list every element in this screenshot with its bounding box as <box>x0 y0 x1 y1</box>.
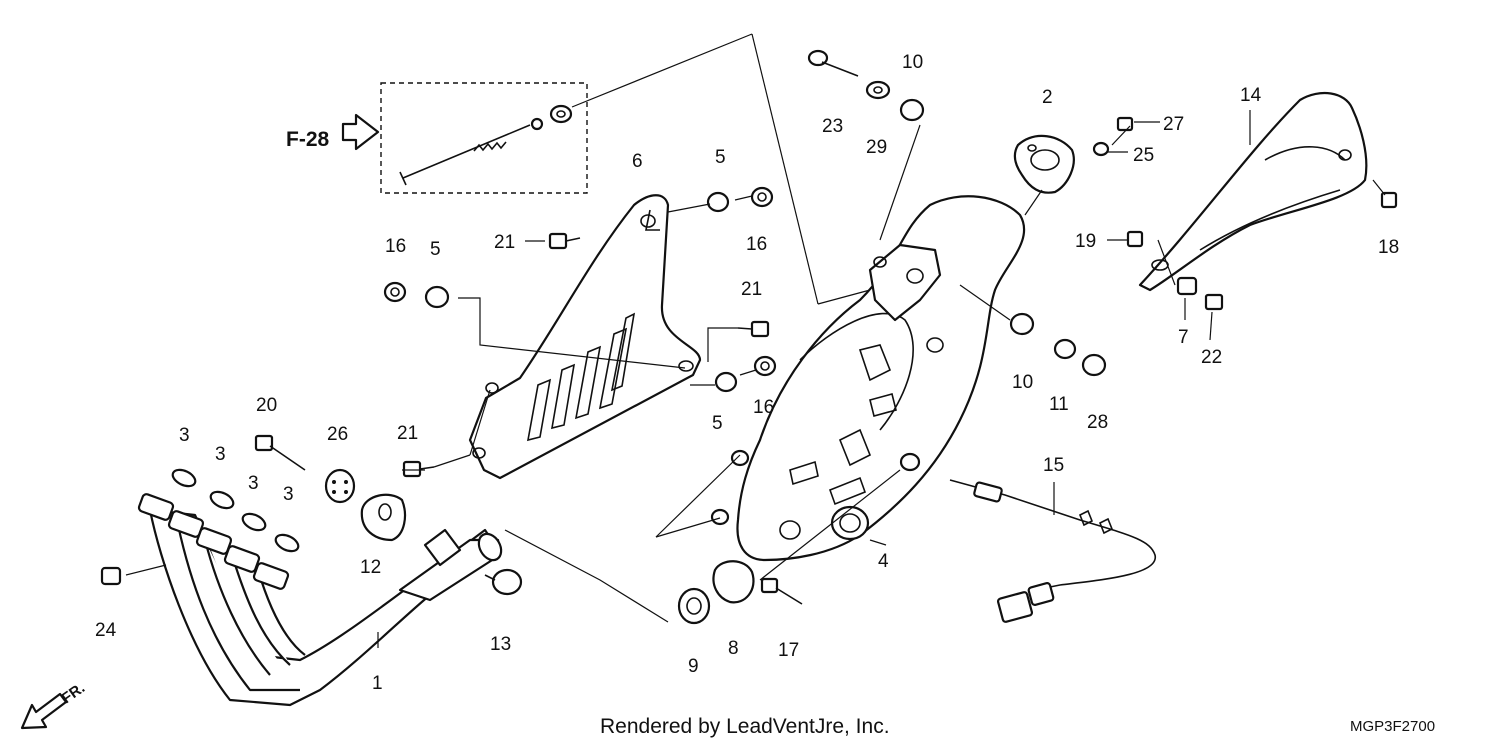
callout-11: 11 <box>1049 394 1069 415</box>
reference-arrow[interactable]: F-28 <box>286 113 380 151</box>
diagram-code: MGP3F2700 <box>1350 718 1435 735</box>
callout-6: 6 <box>632 151 643 172</box>
callout-4: 4 <box>878 551 889 572</box>
callout-21: 21 <box>741 279 762 300</box>
callout-27: 27 <box>1163 114 1184 135</box>
callouts: 1 2 3 3 3 3 4 5 5 5 6 7 8 9 10 10 11 12 … <box>95 52 1399 694</box>
callout-22: 22 <box>1201 347 1222 368</box>
callout-3: 3 <box>179 425 190 446</box>
o2-sensor-15[interactable] <box>949 479 1156 623</box>
callout-24: 24 <box>95 620 117 641</box>
bracket-2[interactable] <box>1013 134 1075 194</box>
front-arrow: FR. <box>20 679 88 730</box>
callout-10: 10 <box>1012 372 1033 393</box>
callout-29: 29 <box>866 137 887 158</box>
callout-16: 16 <box>385 236 406 257</box>
callout-5: 5 <box>430 239 441 260</box>
credit-text: Rendered by LeadVentJre, Inc. <box>600 715 890 738</box>
callout-3: 3 <box>283 484 294 505</box>
callout-2: 2 <box>1042 87 1053 108</box>
callout-20: 20 <box>256 395 277 416</box>
callout-16: 16 <box>753 397 774 418</box>
callout-13: 13 <box>490 634 511 655</box>
heat-shield-6[interactable] <box>468 194 702 480</box>
stud-bolt-assembly <box>399 104 573 186</box>
exhaust-pipe-1[interactable] <box>137 493 506 707</box>
muffler-cover-14[interactable] <box>1138 92 1368 292</box>
callout-12: 12 <box>360 557 381 578</box>
callout-10: 10 <box>902 52 923 73</box>
leader-lines <box>125 110 1386 648</box>
callout-3: 3 <box>215 444 226 465</box>
callout-1: 1 <box>372 673 383 694</box>
callout-23: 23 <box>822 116 843 137</box>
callout-28: 28 <box>1087 412 1108 433</box>
callout-21: 21 <box>397 423 418 444</box>
callout-15: 15 <box>1043 455 1064 476</box>
callout-25: 25 <box>1133 145 1154 166</box>
callout-5: 5 <box>715 147 726 168</box>
reference-dashed-box <box>380 82 588 194</box>
callout-16: 16 <box>746 234 767 255</box>
callout-5: 5 <box>712 413 723 434</box>
muffler-4[interactable] <box>710 195 1026 562</box>
callout-21: 21 <box>494 232 515 253</box>
callout-9: 9 <box>688 656 699 677</box>
hardware <box>100 49 1398 625</box>
callout-7: 7 <box>1178 327 1189 348</box>
callout-17: 17 <box>778 640 799 661</box>
callout-19: 19 <box>1075 231 1096 252</box>
callout-8: 8 <box>728 638 739 659</box>
callout-3: 3 <box>248 473 259 494</box>
callout-14: 14 <box>1240 85 1262 106</box>
callout-18: 18 <box>1378 237 1399 258</box>
reference-label: F-28 <box>286 128 330 151</box>
callout-26: 26 <box>327 424 348 445</box>
